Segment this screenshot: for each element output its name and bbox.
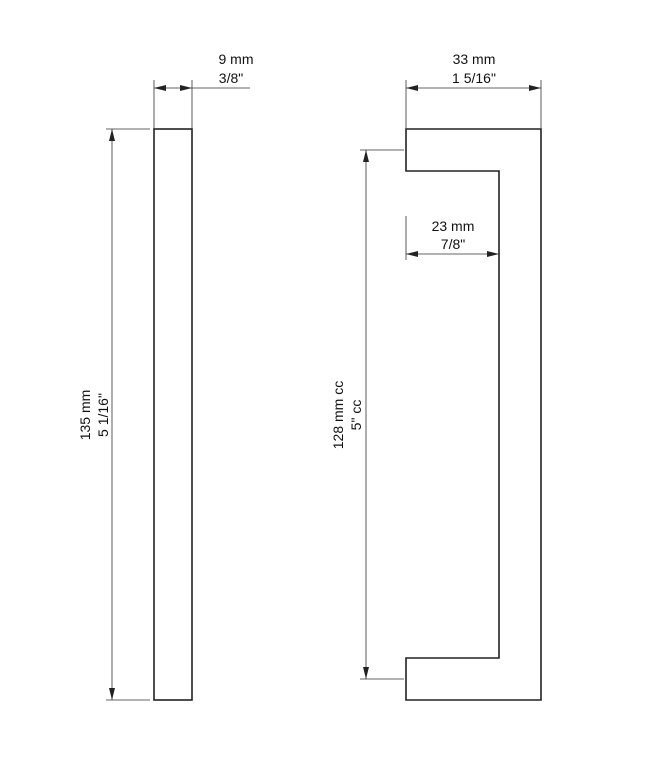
inner-arrow-left [406, 251, 418, 257]
thickness-arrow-right [180, 85, 192, 91]
depth-arrow-right [529, 85, 541, 91]
front-view: 33 mm 1 5/16" 23 mm 7/8" 128 mm cc 5" cc [330, 51, 542, 701]
inner-mm-label: 23 mm [432, 218, 475, 234]
length-arrow-top [109, 129, 115, 141]
cc-arrow-bottom [363, 667, 369, 679]
depth-mm-label: 33 mm [453, 51, 496, 67]
depth-in-label: 1 5/16" [452, 70, 496, 86]
length-in-label: 5 1/16" [95, 393, 111, 437]
thickness-in-label: 3/8" [219, 70, 243, 86]
cc-mm-label: 128 mm cc [330, 381, 346, 449]
inner-in-label: 7/8" [441, 236, 465, 252]
side-view: 9 mm 3/8" 135 mm 5 1/16" [77, 51, 254, 701]
length-mm-label: 135 mm [77, 390, 93, 441]
inner-arrow-right [487, 251, 499, 257]
depth-arrow-left [406, 85, 418, 91]
side-view-bar-outline [153, 128, 193, 701]
cc-arrow-top [363, 150, 369, 162]
length-arrow-bottom [109, 688, 115, 700]
thickness-arrow-left [154, 85, 166, 91]
front-view-handle-outline [405, 128, 542, 701]
cc-in-label: 5" cc [348, 400, 364, 431]
thickness-mm-label: 9 mm [219, 51, 254, 67]
